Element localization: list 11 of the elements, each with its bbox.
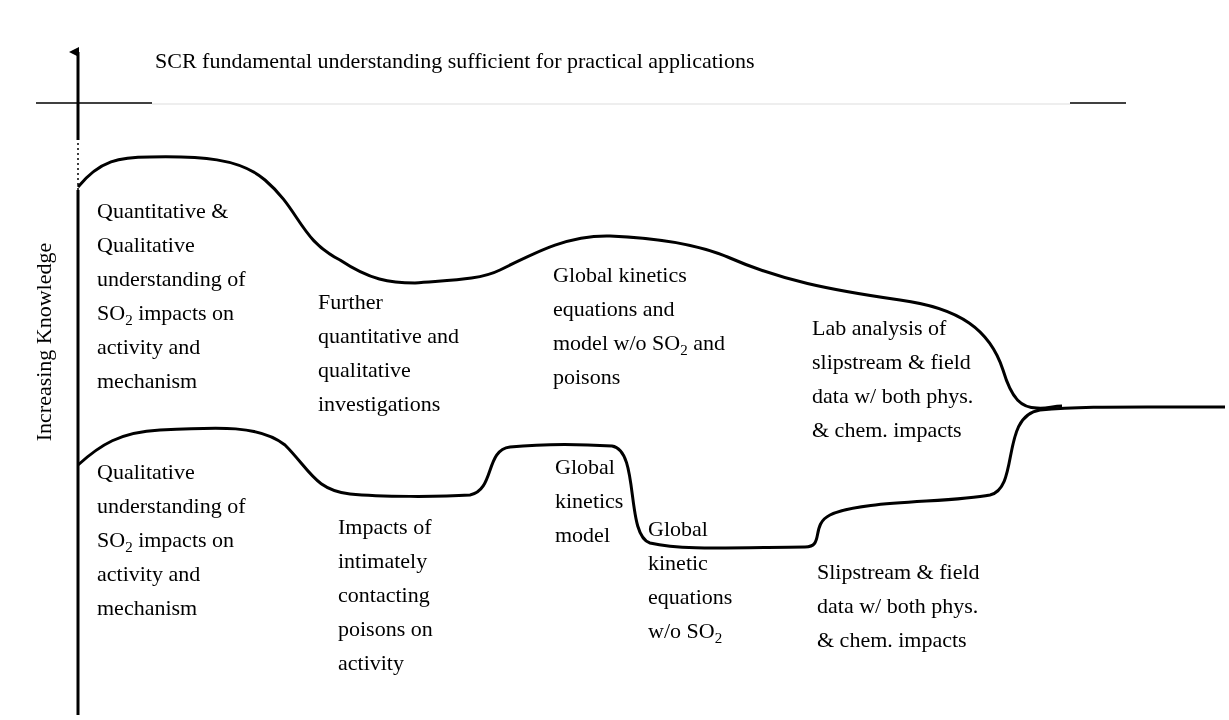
region-label: Further quantitative and qualitative investigations [318,288,461,418]
region-label: Global kinetics model [555,453,625,549]
region-label: Global kinetic equations w/o SO$_{2}$ [648,515,734,648]
region-label: Global kinetics equations and model w/o SO$_{2}$ and poisons [553,261,725,391]
region-label: Qualitative understanding of SO$_{2}$ impacts on activity and mechanism [97,458,247,622]
region-label: Impacts of intimately contacting poisons on activity [338,513,434,677]
region-label: Lab analysis of slipstream & field data w/ both phys. & chem. impacts [812,314,975,444]
axis-label: Increasing Knowledge [30,242,57,442]
region-label: Quantitative & Qualitative understanding of SO$_{2}$ impacts on activity and mechanism [97,197,247,395]
region-label: Slipstream & field data w/ both phys. & chem. impacts [817,558,981,654]
goal-label: SCR fundamental understanding sufficient for practical applications [155,47,756,75]
